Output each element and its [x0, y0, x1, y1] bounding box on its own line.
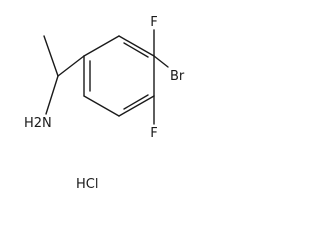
ring-bond-1: [118, 35, 155, 57]
fluorine-bottom-label: F: [150, 126, 157, 141]
ring-double-bond-2: [123, 94, 149, 110]
fluorine-top-label: F: [150, 15, 157, 30]
bonds: [43, 29, 169, 125]
hydrochloride-label: HCl: [76, 177, 98, 192]
bond-amine: [45, 75, 59, 115]
ring-bond-4: [83, 95, 120, 117]
bond-methyl: [43, 35, 59, 77]
molecule-structure: F Br F H2N HCl: [24, 15, 185, 192]
bond-bromine: [153, 55, 169, 68]
structure-canvas: F Br F H2N HCl: [24, 15, 185, 192]
bromine-label: Br: [170, 69, 185, 84]
bond-ethyl-ring: [57, 55, 85, 77]
ring-double-bond-1: [123, 42, 149, 58]
ring-bond-3: [118, 95, 155, 117]
amine-label: H2N: [24, 116, 52, 131]
ring-bond-6: [83, 35, 120, 57]
